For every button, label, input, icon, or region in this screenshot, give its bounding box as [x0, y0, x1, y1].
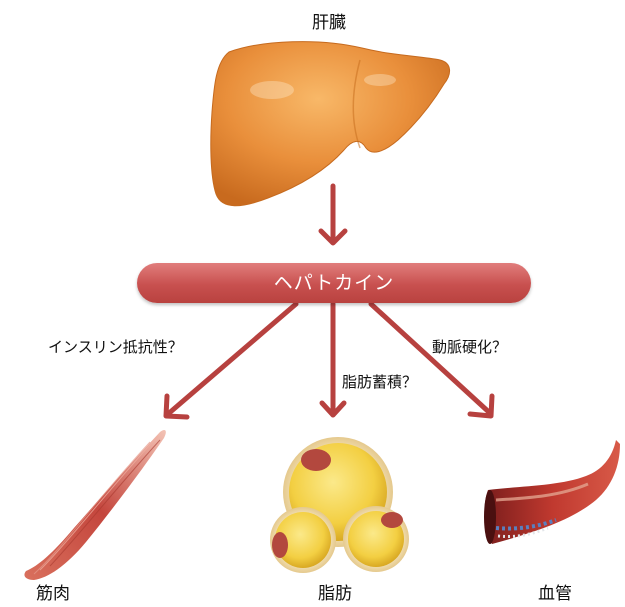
liver-label: 肝臓: [312, 8, 346, 33]
vessel-label: 血管: [538, 579, 572, 604]
liver-illustration: [211, 42, 450, 206]
muscle-label: 筋肉: [36, 579, 70, 604]
edge-label-arteriosclerosis: 動脈硬化？: [432, 336, 507, 357]
arrow-to-muscle: [168, 304, 296, 414]
fat-label: 脂肪: [318, 579, 352, 604]
fat-cells-illustration: [270, 437, 409, 573]
blood-vessel-illustration: [484, 440, 620, 544]
edge-label-fat-accumulation: 脂肪蓄積？: [342, 371, 417, 392]
arrow-to-vessel: [371, 304, 491, 414]
muscle-illustration: [24, 430, 165, 580]
hepatokine-bar: ヘパトカイン: [137, 263, 531, 303]
hepatokine-label: ヘパトカイン: [137, 263, 531, 303]
edge-label-insulin-resistance: インスリン抵抗性？: [48, 336, 183, 357]
